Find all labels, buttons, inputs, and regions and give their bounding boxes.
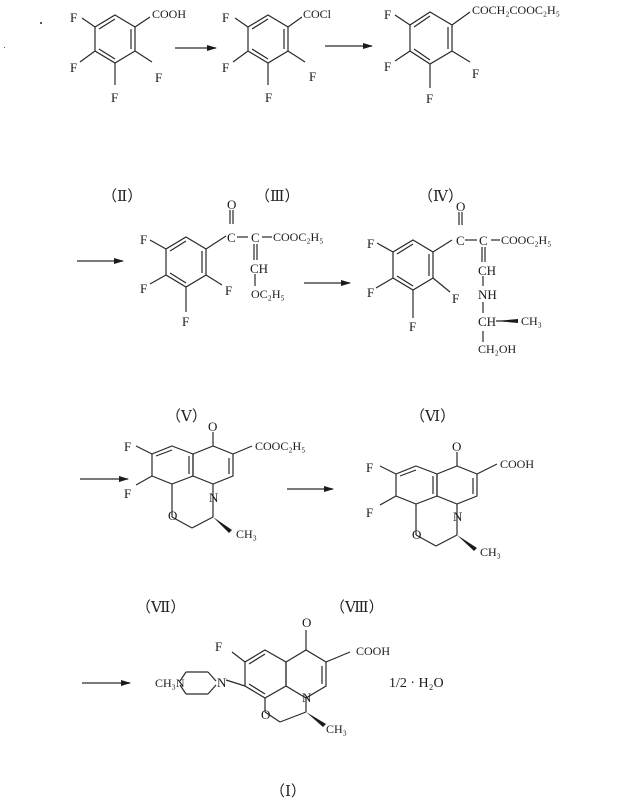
atom-ch: CH bbox=[478, 263, 497, 278]
atom-f: F bbox=[367, 236, 375, 251]
atom-f: F bbox=[70, 60, 78, 75]
atom-f: F bbox=[124, 486, 132, 501]
atom-f: F bbox=[111, 90, 119, 105]
atom-ch2oh: CH₂OH bbox=[478, 342, 517, 356]
compound-label-i: （Ⅰ） bbox=[270, 784, 306, 800]
atom-c: C bbox=[456, 233, 465, 248]
atom-f: F bbox=[384, 59, 392, 74]
wedge-bond-vi bbox=[496, 319, 518, 323]
atom-f: F bbox=[222, 60, 230, 75]
atom-oc2h5: OC₂H₅ bbox=[251, 287, 285, 301]
atom-ch3: CH₃ bbox=[326, 722, 347, 736]
atom-f: F bbox=[367, 285, 375, 300]
atom-n: N bbox=[209, 490, 219, 505]
atom-ch3: CH₃ bbox=[521, 314, 542, 328]
compound-label-vii: （Ⅶ） bbox=[136, 600, 186, 616]
compound-label-vi: （Ⅵ） bbox=[410, 409, 456, 425]
wedge-bond-viii bbox=[457, 535, 477, 551]
atom-f: F bbox=[366, 460, 374, 475]
compound-iii-ring bbox=[232, 14, 306, 85]
compound-i-structure bbox=[179, 630, 351, 723]
compound-iv-ring bbox=[394, 11, 471, 88]
compound-label-ii: （Ⅱ） bbox=[102, 189, 143, 205]
atom-f: F bbox=[472, 66, 480, 81]
atom-o: O bbox=[302, 615, 312, 630]
atom-cooh: COOH bbox=[356, 644, 391, 658]
atom-cooh: COOH bbox=[152, 7, 187, 21]
atom-f: F bbox=[384, 7, 392, 22]
wedge-bond-i bbox=[306, 712, 326, 727]
atom-cocH2cooc2h5: COCH₂COOC₂H₅ bbox=[472, 3, 560, 17]
atom-n: N bbox=[302, 690, 312, 705]
atom-n: N bbox=[453, 509, 463, 524]
compound-label-iv: （Ⅳ） bbox=[418, 189, 463, 205]
atom-f: F bbox=[155, 70, 163, 85]
atom-f: F bbox=[309, 69, 317, 84]
atom-f: F bbox=[409, 319, 417, 334]
atom-f: F bbox=[225, 283, 233, 298]
atom-f: F bbox=[452, 291, 460, 306]
atom-ch3: CH₃ bbox=[236, 527, 257, 541]
atom-c: C bbox=[227, 230, 236, 245]
hydrate-label: 1/2 · H₂O bbox=[389, 676, 444, 691]
atom-f: F bbox=[182, 314, 190, 329]
atom-c: C bbox=[251, 230, 260, 245]
atom-o: O bbox=[168, 508, 178, 523]
atom-f: F bbox=[426, 91, 434, 106]
compound-vi-structure bbox=[375, 212, 518, 342]
atom-cooc2h5: COOC₂H₅ bbox=[255, 439, 306, 453]
compound-v-structure bbox=[149, 210, 272, 312]
atom-ch3n: CH₃N bbox=[155, 676, 185, 690]
atom-cooc2h5: COOC₂H₅ bbox=[501, 233, 552, 247]
atom-f: F bbox=[140, 281, 148, 296]
atom-o: O bbox=[261, 707, 271, 722]
atom-f: F bbox=[222, 10, 230, 25]
scan-dot bbox=[4, 47, 5, 48]
atom-f: F bbox=[265, 90, 273, 105]
atom-n: N bbox=[217, 675, 227, 690]
atom-f: F bbox=[140, 232, 148, 247]
atom-nh: NH bbox=[478, 287, 497, 302]
atom-ch: CH bbox=[478, 314, 497, 329]
atom-f: F bbox=[215, 639, 223, 654]
atom-f: F bbox=[124, 439, 132, 454]
atom-cooh: COOH bbox=[500, 457, 535, 471]
atom-c: C bbox=[479, 233, 488, 248]
atom-cooc2h5: COOC₂H₅ bbox=[273, 230, 324, 244]
compound-ii-ring bbox=[79, 14, 153, 85]
compound-viii-structure bbox=[379, 452, 498, 547]
atom-o: O bbox=[412, 527, 422, 542]
atom-cocl: COCl bbox=[303, 7, 332, 21]
atom-ch3: CH₃ bbox=[480, 545, 501, 559]
scan-dot bbox=[40, 22, 42, 24]
atom-o: O bbox=[208, 419, 218, 434]
compound-label-v: （Ⅴ） bbox=[166, 409, 207, 425]
atom-o: O bbox=[452, 439, 462, 454]
atom-ch: CH bbox=[250, 261, 269, 276]
atom-f: F bbox=[366, 505, 374, 520]
compound-label-iii: （Ⅲ） bbox=[255, 189, 300, 205]
compound-label-viii: （Ⅷ） bbox=[330, 600, 384, 616]
atom-o: O bbox=[227, 197, 237, 212]
atom-f: F bbox=[70, 10, 78, 25]
atom-o: O bbox=[456, 199, 466, 214]
compound-vii-structure bbox=[135, 432, 253, 529]
wedge-bond-vii bbox=[213, 517, 232, 533]
